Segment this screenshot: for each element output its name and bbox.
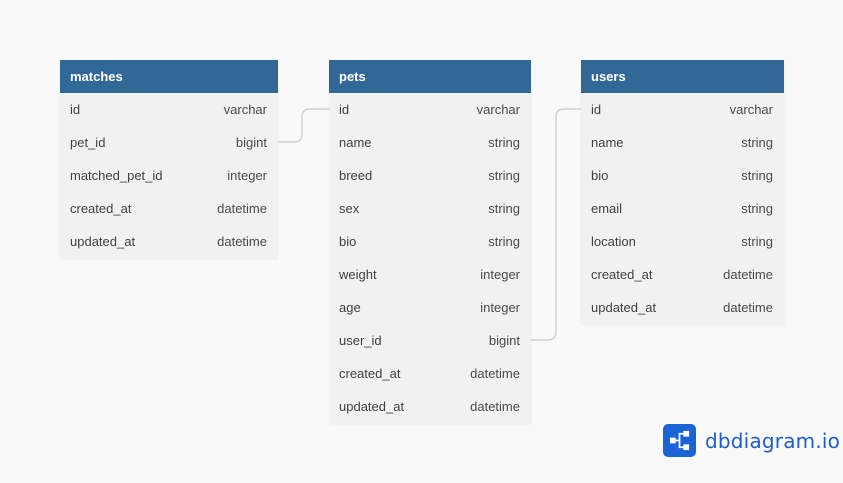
field-name: id <box>70 102 81 117</box>
field-name: user_id <box>339 333 382 348</box>
brand-name: dbdiagram.io <box>705 428 841 453</box>
field-type: string <box>488 234 520 249</box>
field-row[interactable]: id varchar <box>60 93 278 126</box>
field-type: string <box>741 201 773 216</box>
field-name: sex <box>339 201 360 216</box>
field-type: datetime <box>217 201 267 216</box>
field-row[interactable]: created_at datetime <box>60 192 278 225</box>
field-row[interactable]: breed string <box>329 159 531 192</box>
field-type: integer <box>227 168 267 183</box>
field-type: datetime <box>470 399 520 414</box>
field-name: id <box>339 102 350 117</box>
field-type: bigint <box>235 135 267 150</box>
field-name: location <box>591 234 636 249</box>
field-type: string <box>741 168 773 183</box>
field-name: breed <box>339 168 373 183</box>
field-type: varchar <box>223 102 267 117</box>
field-name: id <box>591 102 602 117</box>
field-type: integer <box>480 267 520 282</box>
field-row[interactable]: id varchar <box>329 93 531 126</box>
field-row[interactable]: matched_pet_id integer <box>60 159 278 192</box>
field-row[interactable]: location string <box>581 225 784 258</box>
field-row[interactable]: weight integer <box>329 258 531 291</box>
brand-watermark[interactable]: dbdiagram.io <box>663 424 840 457</box>
field-name: name <box>591 135 624 150</box>
field-row[interactable]: updated_at datetime <box>581 291 784 324</box>
field-name: created_at <box>70 201 132 216</box>
field-row[interactable]: name string <box>329 126 531 159</box>
field-type: string <box>488 201 520 216</box>
field-row[interactable]: created_at datetime <box>581 258 784 291</box>
field-name: created_at <box>339 366 401 381</box>
field-name: bio <box>339 234 357 249</box>
field-type: datetime <box>217 234 267 249</box>
field-row[interactable]: bio string <box>329 225 531 258</box>
table-body-matches: id varchar pet_id bigint matched_pet_id … <box>60 93 278 258</box>
field-name: bio <box>591 168 609 183</box>
field-row[interactable]: id varchar <box>581 93 784 126</box>
table-header-users[interactable]: users <box>581 60 784 93</box>
field-type: string <box>488 135 520 150</box>
field-name: age <box>339 300 361 315</box>
field-name: pet_id <box>70 135 106 150</box>
field-name: updated_at <box>339 399 405 414</box>
table-users[interactable]: users id varchar name string bio string … <box>581 60 784 324</box>
table-body-users: id varchar name string bio string email … <box>581 93 784 324</box>
field-name: weight <box>339 267 377 282</box>
field-type: string <box>741 135 773 150</box>
field-name: name <box>339 135 372 150</box>
table-pets[interactable]: pets id varchar name string breed string… <box>329 60 531 423</box>
field-row[interactable]: pet_id bigint <box>60 126 278 159</box>
field-row[interactable]: updated_at datetime <box>329 390 531 423</box>
field-row[interactable]: created_at datetime <box>329 357 531 390</box>
relationship-line-matches-pet-id-to-pets-id[interactable] <box>278 108 329 143</box>
field-name: email <box>591 201 623 216</box>
table-matches[interactable]: matches id varchar pet_id bigint matched… <box>60 60 278 258</box>
field-type: datetime <box>470 366 520 381</box>
field-type: string <box>741 234 773 249</box>
table-header-pets[interactable]: pets <box>329 60 531 93</box>
field-row[interactable]: user_id bigint <box>329 324 531 357</box>
field-name: updated_at <box>70 234 136 249</box>
field-row[interactable]: bio string <box>581 159 784 192</box>
field-row[interactable]: sex string <box>329 192 531 225</box>
field-type: string <box>488 168 520 183</box>
field-type: datetime <box>723 267 773 282</box>
field-name: created_at <box>591 267 653 282</box>
field-name: matched_pet_id <box>70 168 163 183</box>
relationship-line-pets-user-id-to-users-id[interactable] <box>531 108 581 341</box>
table-body-pets: id varchar name string breed string sex … <box>329 93 531 423</box>
field-row[interactable]: email string <box>581 192 784 225</box>
share-nodes-icon <box>663 424 696 457</box>
field-row[interactable]: updated_at datetime <box>60 225 278 258</box>
field-name: updated_at <box>591 300 657 315</box>
field-row[interactable]: name string <box>581 126 784 159</box>
field-type: datetime <box>723 300 773 315</box>
field-type: varchar <box>729 102 773 117</box>
field-type: integer <box>480 300 520 315</box>
field-row[interactable]: age integer <box>329 291 531 324</box>
field-type: varchar <box>476 102 520 117</box>
table-header-matches[interactable]: matches <box>60 60 278 93</box>
field-type: bigint <box>488 333 520 348</box>
